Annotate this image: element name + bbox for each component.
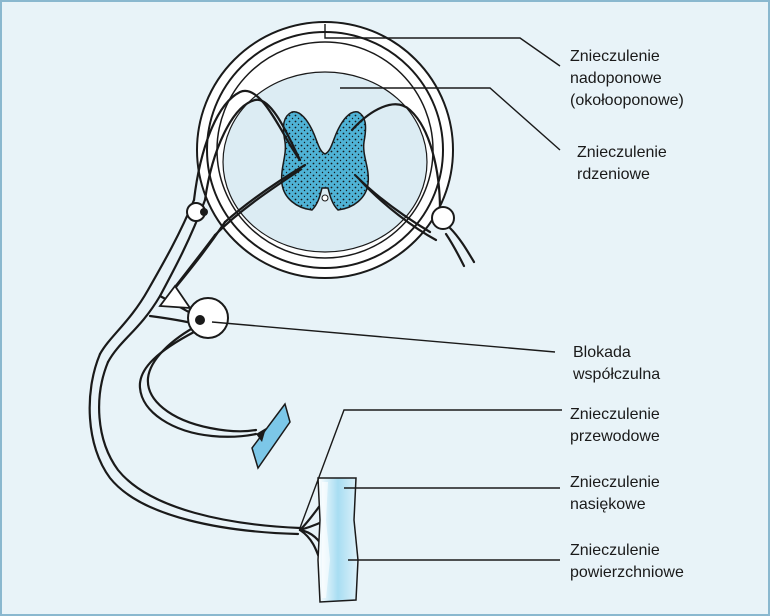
spinal-cord-section <box>197 22 453 278</box>
label-surface-anesthesia: Znieczulenie powierzchniowe <box>570 540 684 584</box>
label-conduction-anesthesia: Znieczulenie przewodowe <box>570 404 660 448</box>
label-epidural-anesthesia: Znieczulenie nadoponowe (okołooponowe) <box>570 46 684 112</box>
label-infiltration-anesthesia: Znieczulenie nasiękowe <box>570 472 660 516</box>
label-spinal-anesthesia: Znieczulenie rdzeniowe <box>577 142 667 186</box>
dorsal-root-ganglion-right <box>432 207 454 229</box>
sympathetic-ganglion <box>160 286 228 338</box>
label-sympathetic-block: Blokada współczulna <box>573 342 660 386</box>
